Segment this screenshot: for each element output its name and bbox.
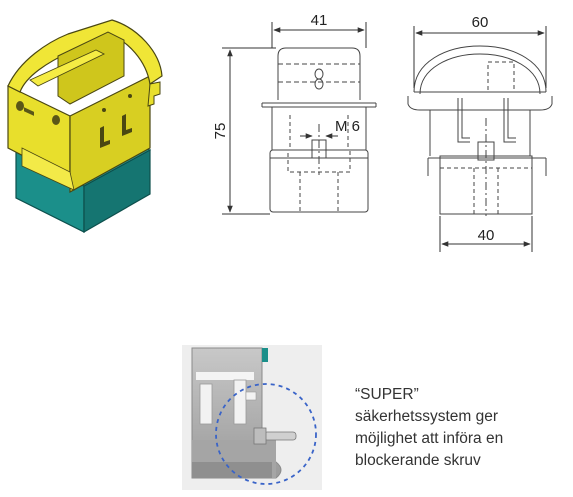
- dimension-75-label: 75: [212, 123, 229, 140]
- caption-line-4: blockerande skruv: [355, 452, 481, 469]
- dimension-front-width: [271, 22, 367, 48]
- dimension-side-top: [413, 26, 547, 88]
- side-base-block: [439, 155, 533, 215]
- side-view-drawing: [407, 45, 553, 216]
- side-dome-top: [413, 45, 547, 93]
- blocking-screw: [263, 431, 297, 441]
- detail-closeup-image: [182, 345, 322, 490]
- front-view-drawing: [261, 47, 377, 213]
- caption-line-2: säkerhetssystem ger: [355, 408, 498, 425]
- dimension-40-label: 40: [478, 227, 495, 244]
- detail-callout-circle: [215, 383, 317, 485]
- product-3d-view: [7, 19, 163, 234]
- dimension-60-label: 60: [472, 14, 489, 31]
- teal-corner-detail: [262, 348, 268, 362]
- caption-line-1: “SUPER”: [355, 386, 419, 403]
- dimension-height: [222, 47, 276, 215]
- dimension-side-bottom: [439, 216, 533, 252]
- housing-top-rail: [7, 19, 163, 93]
- front-top-housing: [277, 47, 361, 100]
- caption-line-3: möjlighet att införa en: [355, 430, 504, 447]
- housing-side-plate: [69, 75, 151, 194]
- dimension-41-label: 41: [311, 12, 328, 29]
- feature-caption: “SUPER” säkerhetssystem ger möjlighet at…: [355, 384, 570, 472]
- thread-size-label: M 6: [335, 118, 360, 135]
